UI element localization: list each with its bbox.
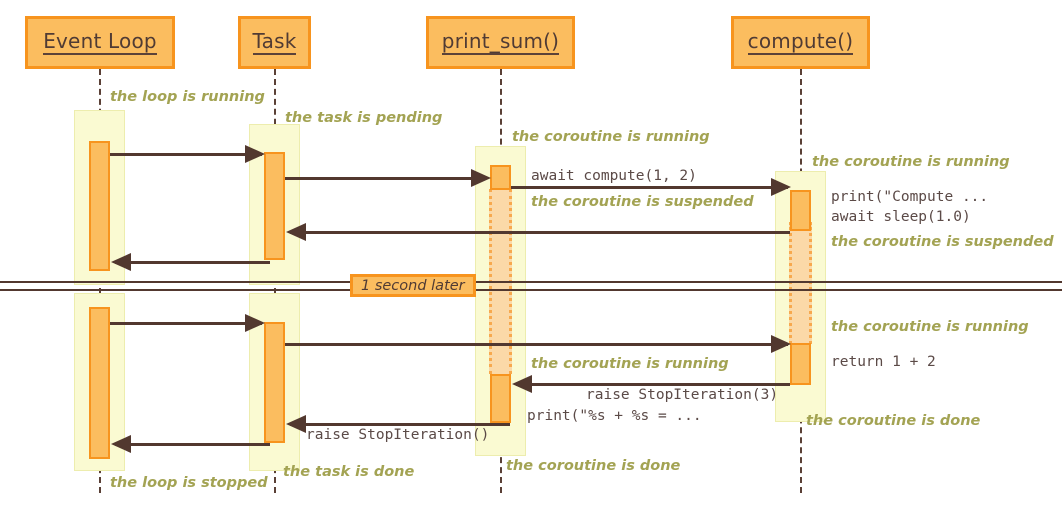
note-loop-stopped: the loop is stopped	[110, 475, 268, 491]
message-arrowhead-m7	[771, 335, 791, 353]
message-arrowhead-m8	[512, 375, 532, 393]
activation-print-sum-2	[490, 374, 511, 423]
activation-event-loop-1	[89, 141, 110, 271]
message-label-m9: raise StopIteration()	[306, 427, 490, 443]
message-line-m4	[290, 231, 790, 234]
divider-line-bottom	[0, 289, 1062, 291]
message-line-m6	[110, 322, 262, 325]
note-print-sum-running-2: the coroutine is running	[531, 356, 729, 372]
note-print-sum-suspended: the coroutine is suspended	[531, 194, 754, 210]
participant-compute[interactable]: compute()	[731, 16, 870, 69]
message-line-m7	[285, 343, 788, 346]
activation-task-1	[264, 152, 285, 260]
divider-line-top	[0, 281, 1062, 283]
note-loop-running: the loop is running	[110, 89, 265, 105]
note-compute-suspended: the coroutine is suspended	[831, 234, 1054, 250]
message-arrowhead-m2	[471, 169, 491, 187]
participant-print-sum[interactable]: print_sum()	[426, 16, 575, 69]
code-note-await-sleep: await sleep(1.0)	[831, 209, 971, 225]
note-task-pending: the task is pending	[285, 110, 443, 126]
message-line-m5	[115, 261, 270, 264]
code-note-return: return 1 + 2	[831, 354, 936, 370]
divider-label-box: 1 second later	[350, 274, 476, 297]
message-arrowhead-m6	[245, 314, 265, 332]
message-line-m2	[285, 177, 485, 180]
message-line-m10	[115, 443, 270, 446]
note-task-done: the task is done	[283, 464, 415, 480]
activation-task-2	[264, 322, 285, 443]
message-arrowhead-m9	[286, 415, 306, 433]
message-arrowhead-m3	[771, 178, 791, 196]
message-line-m9	[290, 423, 510, 426]
message-line-m3	[511, 186, 788, 189]
activation-event-loop-2	[89, 307, 110, 459]
participant-label: Task	[252, 28, 297, 55]
code-note-print-result: print("%s + %s = ...	[527, 408, 702, 424]
note-print-sum-running-1: the coroutine is running	[512, 129, 710, 145]
message-label-m3: await compute(1, 2)	[531, 168, 697, 184]
activation-compute-1	[790, 190, 811, 231]
message-arrowhead-m1	[245, 145, 265, 163]
participant-event-loop[interactable]: Event Loop	[25, 16, 175, 69]
suspended-region-compute	[789, 222, 812, 344]
participant-label: Event Loop	[43, 28, 157, 55]
note-compute-done: the coroutine is done	[806, 413, 981, 429]
divider-label: 1 second later	[361, 277, 465, 294]
participant-label: print_sum()	[441, 28, 560, 55]
activation-compute-2	[790, 343, 811, 385]
message-arrowhead-m5	[111, 253, 131, 271]
participant-label: compute()	[747, 28, 854, 55]
message-arrowhead-m10	[111, 435, 131, 453]
message-line-m8	[516, 383, 790, 386]
message-line-m1	[110, 153, 262, 156]
code-note-print-compute: print("Compute ...	[831, 189, 989, 205]
participant-task[interactable]: Task	[238, 16, 311, 69]
message-arrowhead-m4	[286, 223, 306, 241]
note-print-sum-done: the coroutine is done	[506, 458, 681, 474]
note-compute-running-1: the coroutine is running	[812, 154, 1010, 170]
message-label-m8: raise StopIteration(3)	[586, 387, 779, 403]
activation-print-sum-1	[490, 165, 511, 190]
note-compute-running-2: the coroutine is running	[831, 319, 1029, 335]
